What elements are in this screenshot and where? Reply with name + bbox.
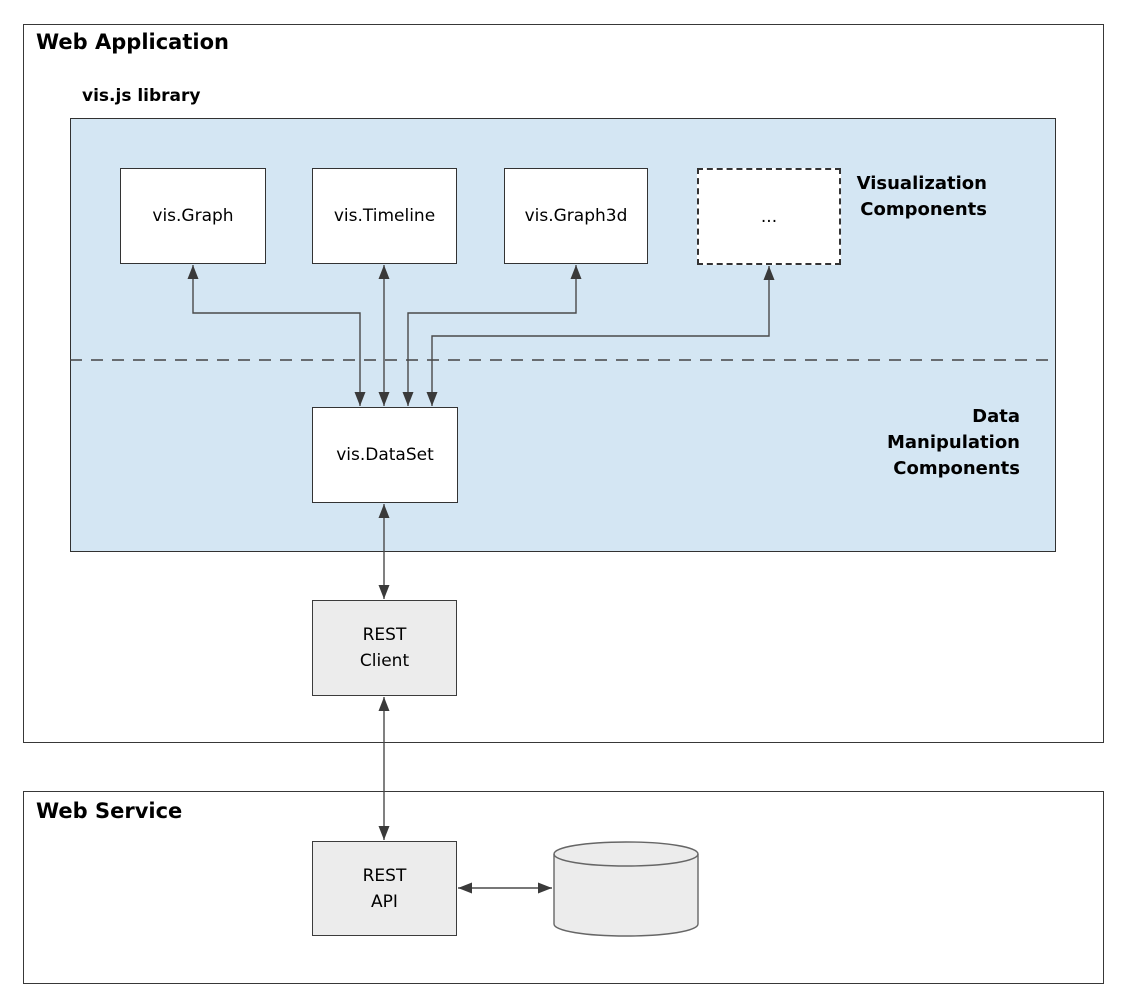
data-store-label: Data	[605, 882, 647, 902]
visjs-library-label: vis.js library	[82, 86, 201, 106]
data-manipulation-components-label: Data Manipulation Components	[886, 406, 1020, 479]
box-rest-client: REST Client	[312, 600, 457, 696]
box-vis-dataset: vis.DataSet	[312, 407, 458, 503]
box-vis-timeline: vis.Timeline	[312, 168, 457, 264]
box-vis-graph: vis.Graph	[120, 168, 266, 264]
box-vis-graph3d: vis.Graph3d	[504, 168, 648, 264]
visualization-components-label: Visualization Components	[856, 173, 987, 220]
web-service-title: Web Service	[36, 799, 183, 823]
box-more-components: ...	[697, 168, 841, 265]
box-rest-api: REST API	[312, 841, 457, 936]
web-application-title: Web Application	[36, 30, 229, 54]
